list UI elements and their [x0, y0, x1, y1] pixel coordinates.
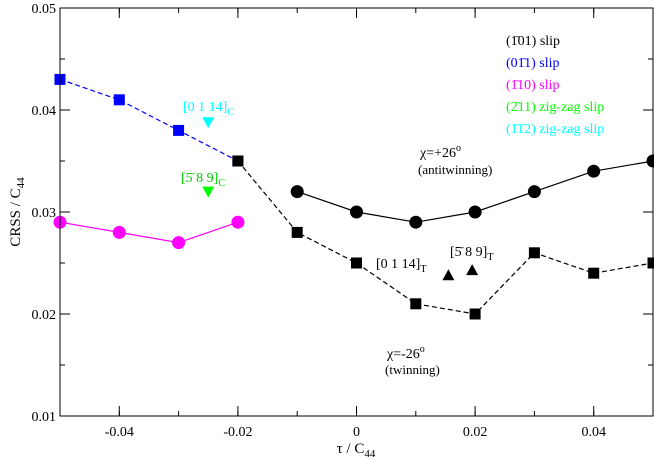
annotation-chi-negative: χ=-26o — [386, 344, 425, 362]
annotation-twinning: (twinning) — [385, 362, 440, 377]
annotation-antitwinning: (antitwinning) — [418, 162, 492, 177]
y-tick-label: 0.03 — [32, 206, 57, 221]
data-point — [113, 94, 125, 106]
axes-layer: -0.04 -0.02 0 0.02 0.04 0.01 0.02 0.03 0.04 0.05 — [32, 2, 654, 440]
data-point — [527, 185, 541, 199]
data-point — [350, 205, 363, 219]
data-point — [351, 257, 362, 269]
data-point — [112, 225, 126, 239]
x-tick-label: -0.02 — [223, 425, 252, 440]
x-tick-label: 0 — [353, 425, 360, 440]
series-1 — [290, 154, 654, 229]
data-point — [202, 117, 215, 129]
legend-entry-3: (1̄10) slip — [506, 78, 560, 93]
data-point — [202, 186, 215, 198]
data-point — [231, 215, 245, 229]
data-point — [232, 155, 244, 167]
data-point — [409, 215, 423, 229]
data-point — [290, 185, 304, 199]
data-point — [469, 308, 481, 320]
series-5 — [202, 186, 215, 198]
annotations: [0 1 14]C [5̄ 8 9]C [0 1 14]T [5̄ 8 9]T … — [181, 100, 493, 377]
legend-entry-5: (1̄1̄2) zig-zag slip — [506, 122, 604, 137]
data-point — [410, 298, 422, 310]
x-tick-label: 0.02 — [463, 425, 488, 440]
series-7 — [442, 264, 479, 281]
y-tick-label: 0.01 — [32, 410, 57, 425]
y-axis-label-sub: 44 — [15, 177, 27, 189]
y-tick-label: 0.05 — [32, 2, 57, 17]
y-tick-label: 0.02 — [32, 308, 57, 323]
x-axis-label-sub: 44 — [364, 448, 376, 460]
annotation-chi-positive: χ=+26o — [419, 143, 461, 161]
x-tick-label: 0.04 — [581, 425, 606, 440]
data-point — [466, 264, 479, 276]
annotation-cyan-direction: [0 1 14]C — [183, 100, 234, 118]
series-3 — [53, 215, 245, 250]
x-tick-label: -0.04 — [105, 425, 134, 440]
data-point — [468, 205, 482, 219]
series-line — [59, 78, 239, 162]
data-point — [587, 164, 601, 178]
x-axis-label-main: τ / C — [337, 441, 365, 457]
annotation-green-direction: [5̄ 8 9]C — [181, 171, 225, 189]
x-axis-label: τ / C44 — [337, 441, 376, 460]
data-point — [588, 267, 600, 279]
data-point — [291, 226, 303, 238]
data-point — [442, 269, 455, 281]
legend-entry-1: (1̄01) slip — [506, 34, 560, 49]
data-point — [173, 124, 185, 136]
legend-entry-4: (2̄11) zig-zag slip — [506, 100, 604, 115]
series-line — [59, 221, 239, 244]
series-6 — [202, 117, 215, 129]
data-point — [528, 247, 540, 259]
y-tick-label: 0.04 — [32, 104, 57, 119]
legend: (1̄01) slip (01̄1) slip (1̄10) slip (2̄1… — [506, 34, 604, 137]
y-axis-label: CRSS / C44 — [8, 177, 27, 247]
legend-entry-2: (01̄1) slip — [506, 56, 560, 71]
data-point — [172, 236, 186, 250]
y-axis-label-main: CRSS / C — [8, 188, 24, 246]
annotation-twin-direction-2: [5̄ 8 9]T — [450, 245, 493, 263]
annotation-twin-direction-1: [0 1 14]T — [376, 257, 426, 275]
